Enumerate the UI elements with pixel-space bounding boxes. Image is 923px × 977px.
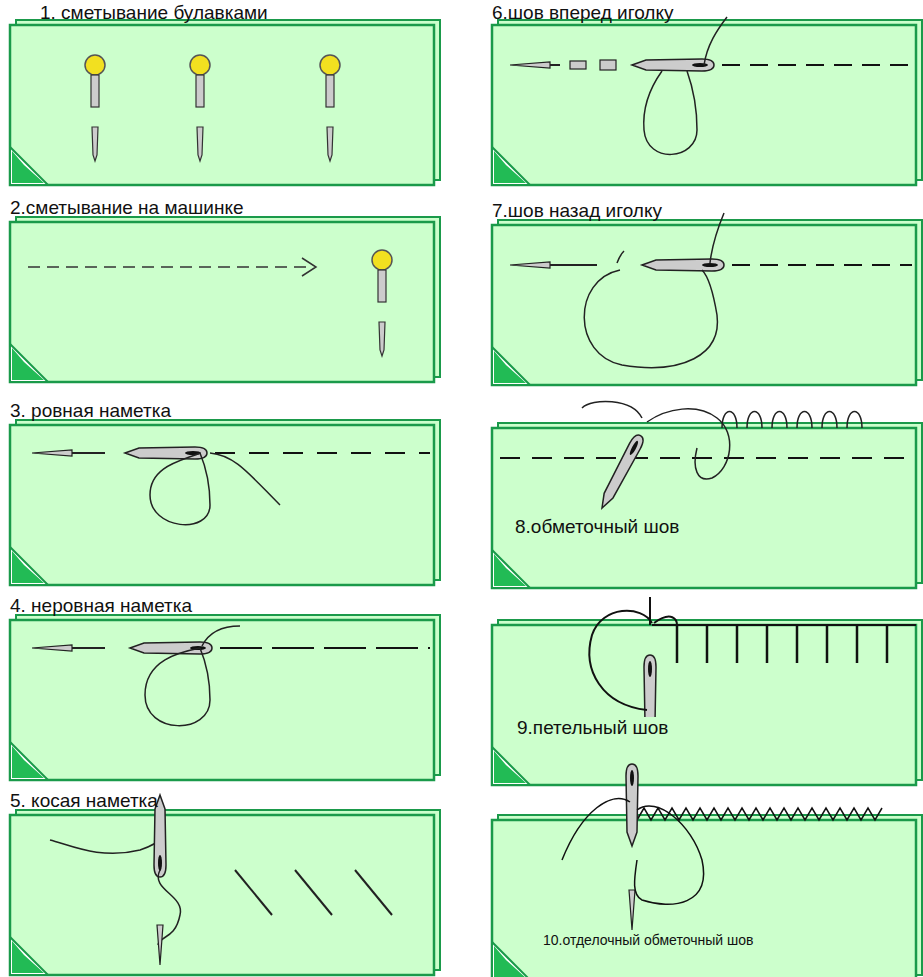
even-basting-panel	[10, 420, 440, 585]
overcast-stitch-panel	[492, 401, 922, 588]
stitch-panel: 1. сметывание булавками	[10, 25, 440, 185]
pins-panel	[10, 20, 440, 185]
machine-panel	[10, 217, 440, 382]
decorative-overcast-panel	[492, 764, 922, 977]
stitch-panel: 5. косая наметка	[10, 815, 440, 973]
stitch-caption: 4. неровная наметка	[10, 595, 192, 617]
stitch-panel: 6.шов вперед иголку	[492, 25, 922, 185]
stitch-panel: 8.обметочный шов	[492, 428, 922, 590]
stitch-caption: 8.обметочный шов	[512, 516, 682, 538]
diagonal-basting-panel	[10, 795, 440, 975]
stitch-caption: 3. ровная наметка	[10, 400, 171, 422]
stitch-panel: 10.отделочный обметочный шов	[492, 820, 922, 973]
running-stitch-panel	[492, 17, 922, 185]
stitch-panel: 3. ровная наметка	[10, 425, 440, 585]
stitch-caption: 5. косая наметка	[10, 790, 158, 812]
stitch-caption: 2.сметывание на машинке	[10, 197, 244, 219]
backstitch-panel	[492, 213, 922, 385]
stitch-panel: 7.шов назад иголку	[492, 225, 922, 390]
blanket-stitch-panel	[492, 597, 922, 785]
stitch-caption: 6.шов вперед иголку	[492, 2, 673, 24]
stitch-caption: 9.петельный шов	[514, 717, 671, 739]
stitch-panel: 2.сметывание на машинке	[10, 222, 440, 382]
uneven-basting-panel	[10, 615, 440, 780]
stitch-caption: 7.шов назад иголку	[492, 200, 662, 222]
stitch-caption: 10.отделочный обметочный шов	[540, 932, 776, 948]
stitch-caption: 1. сметывание булавками	[40, 2, 268, 24]
stitch-panel: 4. неровная наметка	[10, 620, 440, 780]
stitch-panel: 9.петельный шов	[492, 625, 922, 790]
